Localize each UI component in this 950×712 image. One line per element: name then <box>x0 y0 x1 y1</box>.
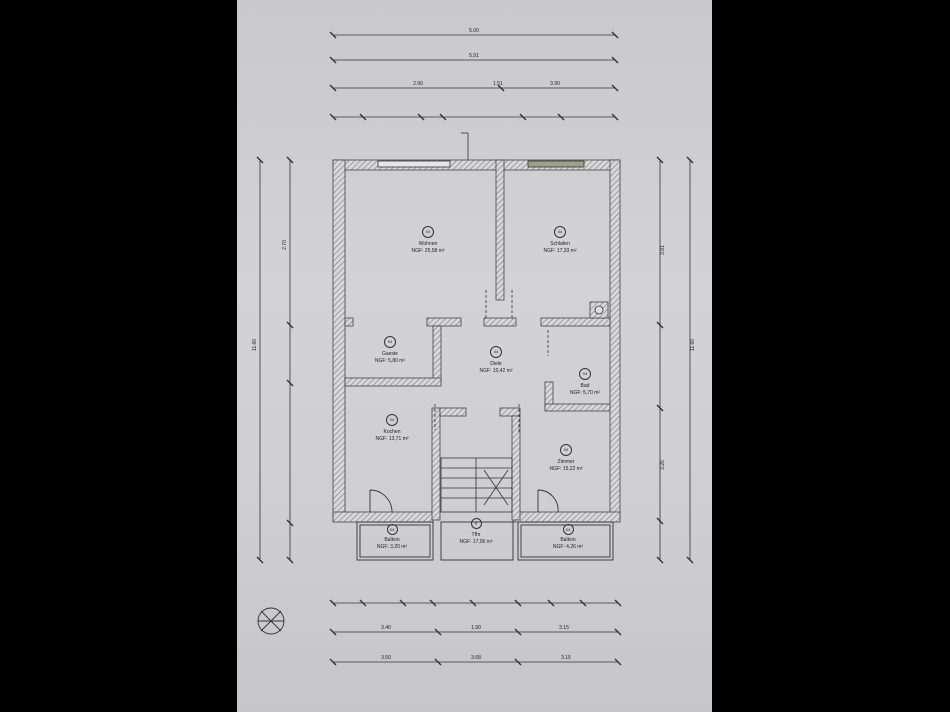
room-gaeste: 04 Gaeste NGF: 5,80 m² <box>360 336 420 365</box>
room-name: Tfhr <box>471 532 481 538</box>
dim-left-mid: 2.70 <box>282 240 288 250</box>
room-diele: 04 Diele NGF: 10,42 m² <box>466 346 526 375</box>
window-schlafen <box>527 160 585 168</box>
room-area: NGF: 5,80 m² <box>374 358 406 364</box>
room-name: Balkon <box>560 537 576 543</box>
dim-bottom-row3-right: 3.15 <box>561 655 571 661</box>
room-area: NGF: 13,71 m² <box>375 436 409 442</box>
room-number-badge: 04 <box>386 524 398 535</box>
room-area: NGF: 3,20 m² <box>376 544 408 550</box>
staircase <box>440 457 513 513</box>
dim-top-row3-mid: 1.51 <box>493 81 503 87</box>
interior-walls <box>344 317 611 521</box>
room-number-badge: 04 <box>560 444 572 456</box>
bottom-dimension-chains <box>329 599 622 666</box>
exterior-walls <box>332 159 621 523</box>
door-kochen <box>369 489 393 513</box>
north-arrow-icon <box>257 607 285 635</box>
room-area: NGF: 10,42 m² <box>479 368 513 374</box>
top-dimension-chains <box>329 31 619 121</box>
room-bad: 04 Bad NGF: 5,70 m² <box>560 368 610 397</box>
dim-bottom-row3-left: 3.50 <box>381 655 391 661</box>
room-area: NGF: 17,33 m² <box>543 248 577 254</box>
room-name: Zimmer <box>557 459 575 465</box>
dim-bottom-row2-right: 3.15 <box>559 625 569 631</box>
room-number-badge: 04 <box>490 346 502 358</box>
dim-top-row3-right: 3.90 <box>550 81 560 87</box>
room-number-badge: 04 <box>562 524 574 535</box>
dim-right-total: 11.66 <box>690 339 696 351</box>
room-area: NGF: 5,70 m² <box>569 390 601 396</box>
left-dimension-chains <box>256 156 294 564</box>
right-dimension-chains <box>656 156 694 564</box>
room-number-badge: 04 <box>386 414 398 426</box>
room-number-badge: 04 <box>422 226 434 238</box>
room-wohnen: 04 Wohnen NGF: 25,58 m² <box>398 226 458 255</box>
dim-bottom-row3-mid: 3.68 <box>471 655 481 661</box>
dim-top-row1: 5.00 <box>469 28 479 34</box>
room-zimmer: 04 Zimmer NGF: 15,22 m² <box>536 444 596 473</box>
room-name: Bad <box>580 383 590 389</box>
room-balkon-left: 04 Balkon NGF: 3,20 m² <box>364 524 420 551</box>
room-name: Diele <box>490 361 502 367</box>
room-schlafen: 04 Schlafen NGF: 17,33 m² <box>530 226 590 255</box>
dim-bottom-row2-left: 3.40 <box>381 625 391 631</box>
room-area: NGF: 15,22 m² <box>549 466 583 472</box>
dim-left-total: 11.66 <box>252 339 258 351</box>
dashed-openings <box>434 290 549 432</box>
dim-right-top: 3.81 <box>660 245 666 255</box>
room-name: Balkon <box>384 537 400 543</box>
room-name: Gaeste <box>381 351 399 357</box>
dim-top-row2: 5.91 <box>469 53 479 59</box>
room-number-badge: 04 <box>384 336 396 348</box>
dim-top-row3-left: 2.90 <box>413 81 423 87</box>
room-number-badge: 04 <box>579 368 591 380</box>
dim-bottom-row2-mid: 1.90 <box>471 625 481 631</box>
shaft <box>589 301 609 319</box>
room-number-badge: 0 <box>470 518 482 529</box>
room-treppe: 0 Tfhr NGF: 17,06 m² <box>446 518 506 546</box>
room-balkon-right: 04 Balkon NGF: 4,26 m² <box>540 524 596 551</box>
room-area: NGF: 4,26 m² <box>552 544 584 550</box>
room-name: Schlafen <box>550 241 570 247</box>
room-area: NGF: 25,58 m² <box>411 248 445 254</box>
room-number-badge: 04 <box>554 226 566 238</box>
room-name: Wohnen <box>418 241 438 247</box>
room-kochen: 04 Kochen NGF: 13,71 m² <box>362 414 422 443</box>
room-name: Kochen <box>383 429 401 435</box>
drawing-sheet <box>237 0 712 712</box>
window-wohnen <box>377 160 451 168</box>
door-zimmer <box>537 489 559 513</box>
dim-right-mid: 3.26 <box>660 460 666 470</box>
room-area: NGF: 17,06 m² <box>459 539 493 545</box>
